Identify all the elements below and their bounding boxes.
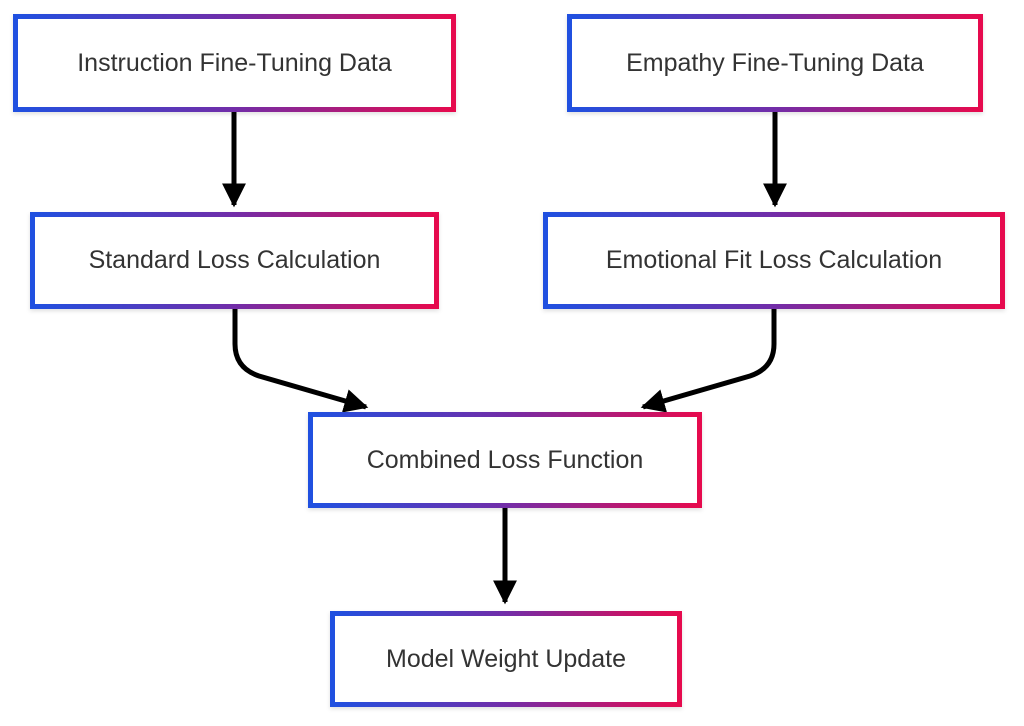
node-label: Emotional Fit Loss Calculation [605,246,943,274]
node-label: Model Weight Update [386,644,626,673]
node-combined-loss-function: Combined Loss Function [308,412,702,508]
node-model-weight-update: Model Weight Update [330,611,682,707]
node-standard-loss-calculation: Standard Loss Calculation [30,212,439,309]
node-instruction-fine-tuning-data: Instruction Fine-Tuning Data [13,14,456,112]
node-label: Combined Loss Function [366,445,644,474]
node-emotional-fit-loss-calculation: Emotional Fit Loss Calculation [543,212,1005,309]
arrow-emotional-to-combined [640,309,777,413]
node-label: Empathy Fine-Tuning Data [626,48,924,77]
arrow-standard-to-combined [232,309,369,413]
node-empathy-fine-tuning-data: Empathy Fine-Tuning Data [567,14,983,112]
node-label: Instruction Fine-Tuning Data [77,48,392,77]
node-label: Standard Loss Calculation [88,246,381,274]
